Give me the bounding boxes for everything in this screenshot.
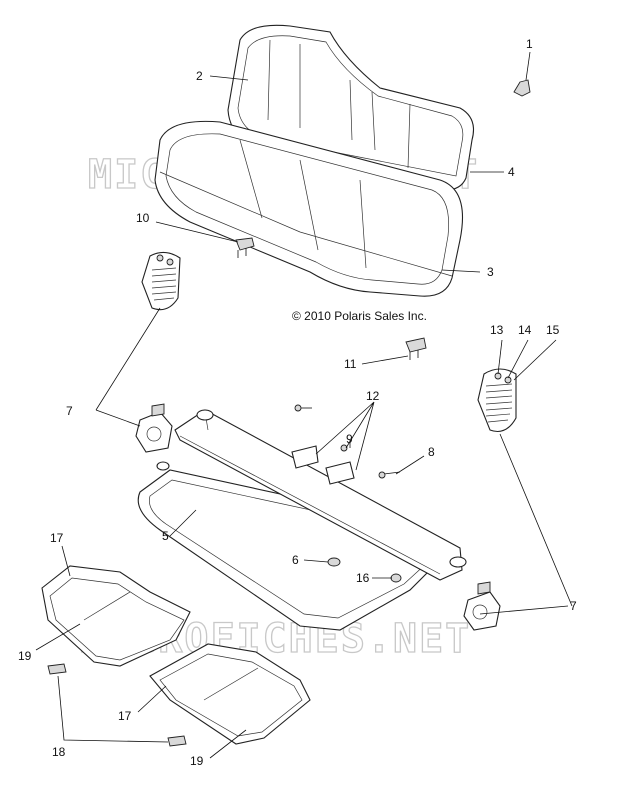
callout-5: 5 xyxy=(162,529,169,543)
callout-9: 9 xyxy=(346,432,353,446)
seat-bottom xyxy=(154,120,464,297)
callout-2: 2 xyxy=(196,69,203,83)
callout-1: 1 xyxy=(526,37,533,51)
callout-14: 14 xyxy=(518,323,532,337)
callout-19-right: 19 xyxy=(190,754,204,768)
callout-13: 13 xyxy=(490,323,504,337)
seatbelt-buckle-left xyxy=(135,403,173,471)
part-11-bracket xyxy=(405,337,427,360)
callout-17-left: 17 xyxy=(50,531,64,545)
callout-8: 8 xyxy=(428,445,435,459)
callout-10: 10 xyxy=(136,211,150,225)
part-16-nut xyxy=(390,573,402,583)
seat-frame xyxy=(137,409,467,631)
callout-6: 6 xyxy=(292,553,299,567)
callout-12: 12 xyxy=(366,389,380,403)
part-10-bracket xyxy=(235,237,255,258)
leader-lines xyxy=(35,51,573,759)
callout-11: 11 xyxy=(344,357,357,371)
part-1-clip xyxy=(513,79,531,97)
storage-tray-left xyxy=(41,565,191,667)
part-6-bumper xyxy=(327,557,341,567)
part-9-nut xyxy=(340,444,348,452)
callout-15: 15 xyxy=(546,323,560,337)
seatbelt-retractor-left xyxy=(141,251,181,311)
callout-4: 4 xyxy=(508,165,515,179)
part-18-label-left xyxy=(47,663,67,675)
callout-7-right: 7 xyxy=(570,599,577,613)
part-8-bolt xyxy=(378,471,401,479)
seatbelt-buckle-right xyxy=(463,581,501,631)
seatbelt-retractor-right xyxy=(477,368,517,433)
callout-3: 3 xyxy=(487,265,494,279)
storage-tray-right xyxy=(149,643,311,745)
callout-17-right: 17 xyxy=(118,709,132,723)
part-18-label-right xyxy=(167,735,187,747)
copyright-notice: © 2010 Polaris Sales Inc. xyxy=(292,309,427,323)
callout-16: 16 xyxy=(356,571,370,585)
buckle-assembly xyxy=(291,404,355,485)
callout-7-left: 7 xyxy=(66,404,73,418)
callout-18: 18 xyxy=(52,745,66,759)
callout-19-left: 19 xyxy=(18,649,32,663)
